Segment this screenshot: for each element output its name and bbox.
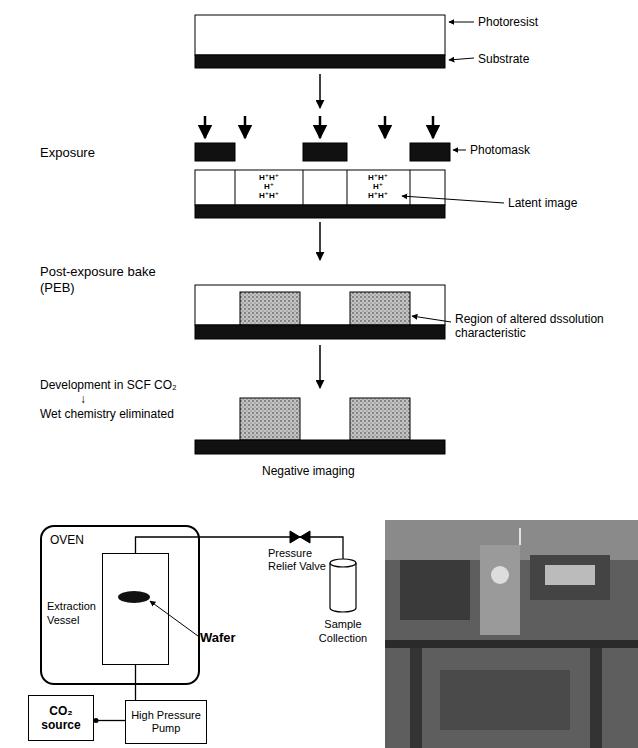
pump-box: High Pressure Pump <box>125 700 207 744</box>
vessel-outline <box>102 553 169 665</box>
wafer-disc <box>118 591 150 603</box>
sample-cylinder: Sample Collection <box>312 558 374 650</box>
part-label: Wafer <box>200 630 236 646</box>
node-text: CO₂ source <box>32 704 90 733</box>
pipe-line <box>94 720 125 721</box>
step-label: Exposure <box>40 145 95 161</box>
step-label: Development in SCF CO₂ <box>40 378 177 392</box>
node-text: High Pressure Pump <box>129 709 203 735</box>
node-text: OVEN <box>50 533 84 547</box>
part-label: Region of altered dssolution characteris… <box>455 312 620 341</box>
layer-label: Photoresist <box>478 15 538 29</box>
apparatus-photo <box>385 520 638 748</box>
step-label: Post-exposure bake (PEB) <box>40 264 165 295</box>
step-arrow: ↓ <box>80 392 86 406</box>
proton-marks: H⁺H⁺ H⁺ H⁺H⁺ <box>366 174 390 200</box>
process-arrows <box>205 74 433 388</box>
part-label: Photomask <box>470 143 530 157</box>
proton-marks: H⁺H⁺ H⁺ H⁺H⁺ <box>257 174 281 200</box>
pipe-line <box>135 665 136 700</box>
extraction-vessel: Extraction Vessel <box>47 553 169 665</box>
result-label: Negative imaging <box>262 464 355 478</box>
oven-enclosure: OVEN Extraction Vessel <box>40 525 200 685</box>
cylinder-outline <box>312 558 374 614</box>
node-text: Extraction Vessel <box>47 599 100 628</box>
node-text: Sample Collection <box>312 618 374 646</box>
wafer-layers <box>195 15 450 454</box>
joint-dot <box>94 718 99 723</box>
layer-label: Substrate <box>478 52 529 66</box>
co2-source-box: CO₂ source <box>28 695 94 741</box>
part-label: Pressure Relief Valve <box>268 547 326 573</box>
part-label: Latent image <box>508 196 577 210</box>
step-note: Wet chemistry eliminated <box>40 407 174 421</box>
